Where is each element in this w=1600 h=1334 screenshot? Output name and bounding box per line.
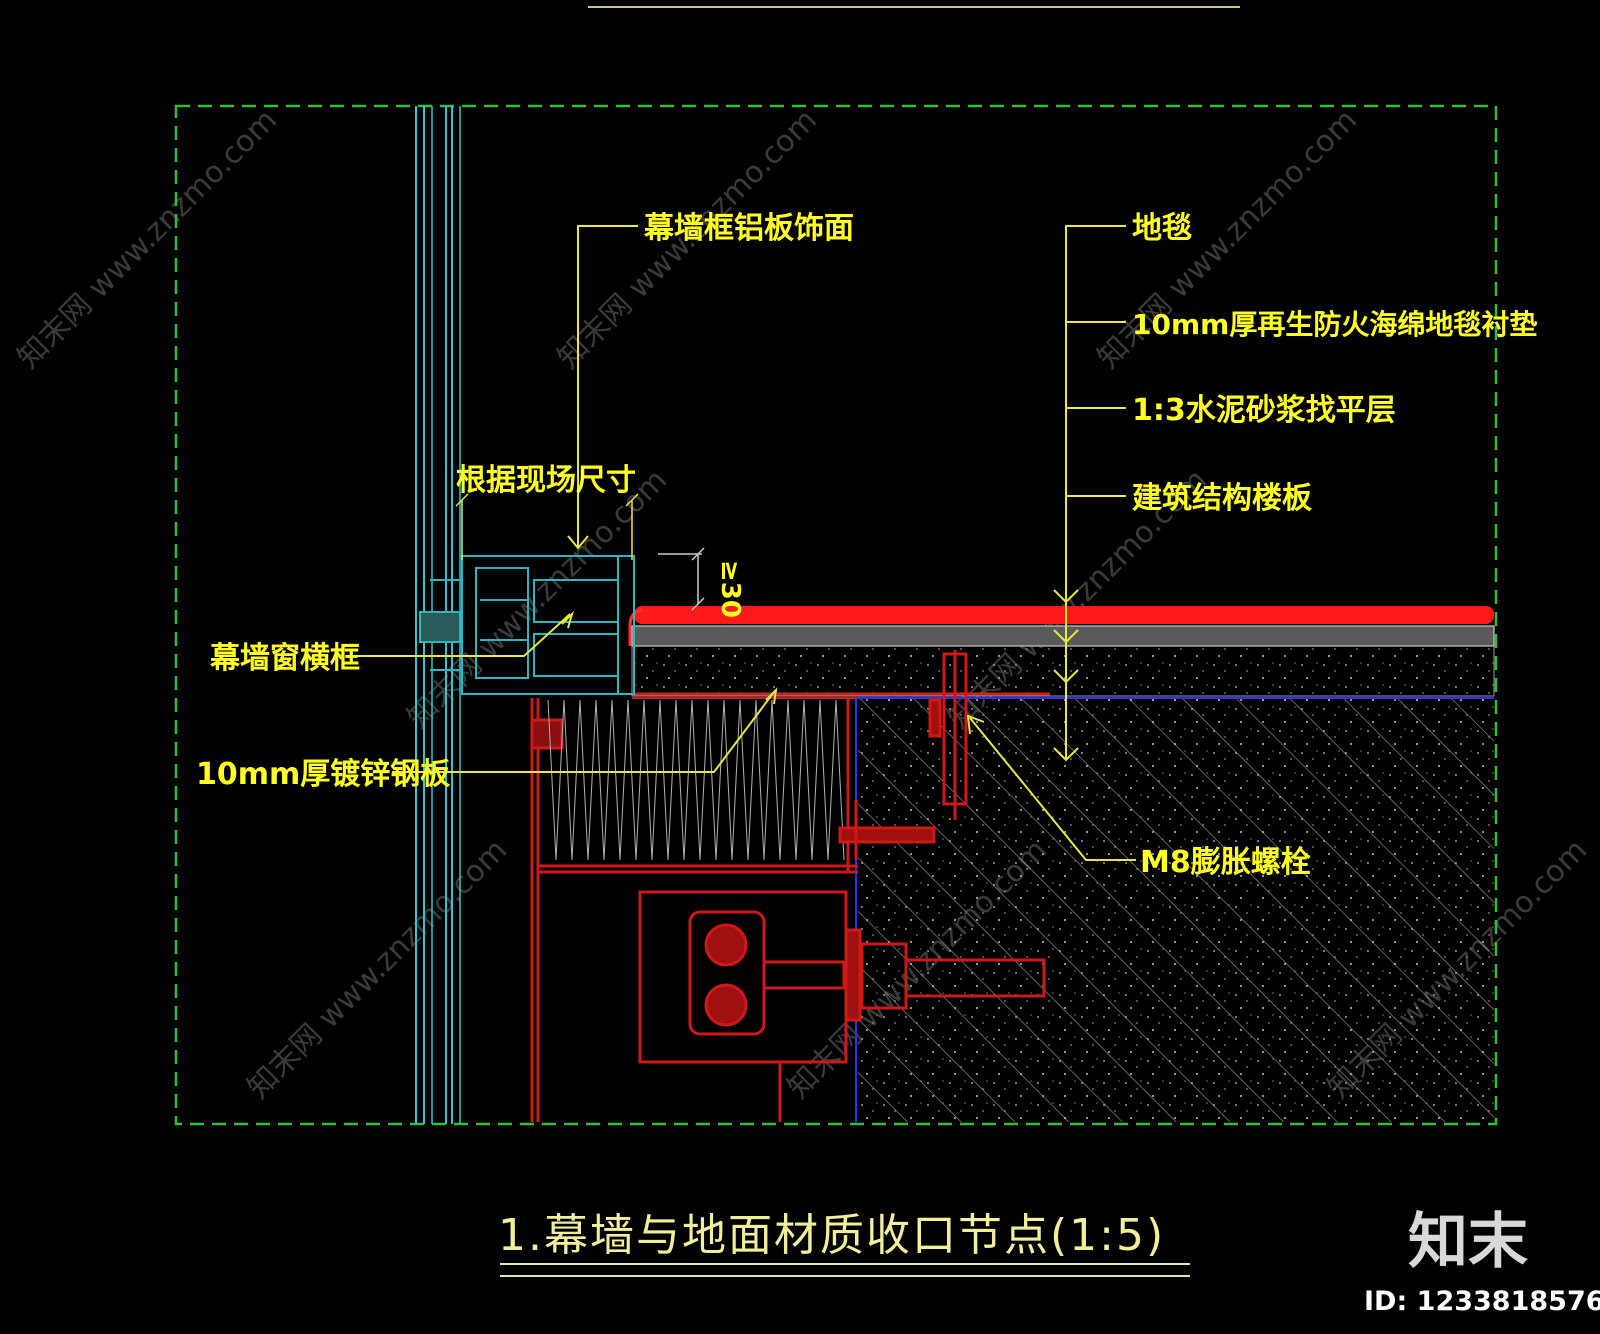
site-dimension-bracket — [455, 493, 639, 560]
anchor-bolt — [838, 650, 968, 860]
drawing-title: 1.幕墙与地面材质收口节点(1:5) — [498, 1210, 1165, 1261]
carpet-layer — [634, 606, 1494, 624]
label-structural-slab: 建筑结构楼板 — [1132, 481, 1312, 516]
label-carpet: 地毯 — [1132, 211, 1192, 246]
brand-logo: 知末 — [1408, 1207, 1528, 1277]
carpet-underlay — [631, 625, 1495, 647]
mortar-screed — [631, 645, 1495, 697]
transom-profile — [419, 555, 635, 695]
watermark-text: 知末网 www.znzmo.com — [241, 833, 514, 1106]
label-transom: 幕墙窗横框 — [209, 641, 360, 676]
label-panel-finish: 幕墙框铝板饰面 — [643, 211, 854, 246]
embedded-connector — [638, 890, 1046, 1122]
leader-lines — [356, 225, 1136, 861]
structural-slab — [855, 697, 1494, 1122]
label-carpet-underlay: 10mm厚再生防火海绵地毯衬垫 — [1132, 308, 1537, 341]
dimension-value: ≥30 — [715, 560, 745, 618]
label-mortar-layer: 1:3水泥砂浆找平层 — [1132, 393, 1396, 428]
dimension-30 — [658, 547, 705, 611]
carpet-edge — [628, 608, 643, 646]
image-id: ID: 1233818576 — [1364, 1286, 1600, 1317]
label-anchor-bolt: M8膨胀螺栓 — [1140, 845, 1311, 880]
watermark-text: 知末网 www.znzmo.com — [11, 103, 284, 376]
label-steel-plate: 10mm厚镀锌钢板 — [196, 757, 450, 792]
label-site-dimension: 根据现场尺寸 — [456, 463, 636, 498]
insulation-fill — [547, 699, 845, 861]
drawing-frame — [174, 104, 1498, 1126]
